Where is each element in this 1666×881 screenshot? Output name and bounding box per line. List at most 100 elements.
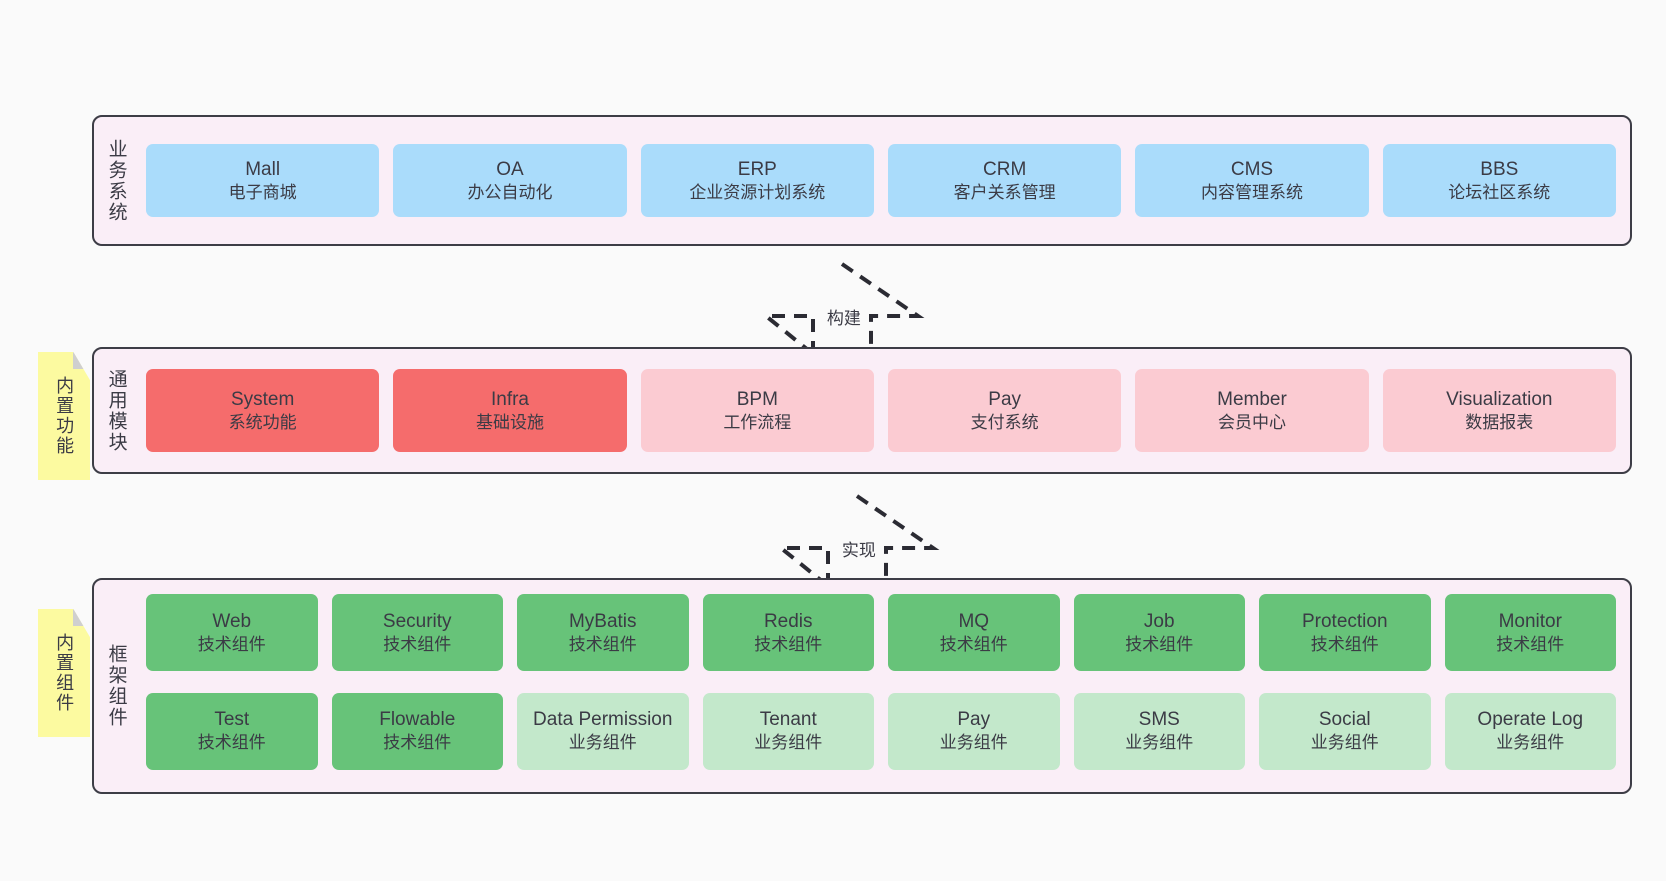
module-card-list: System 系统功能 Infra 基础设施 BPM 工作流程 Pay 支付系统… bbox=[138, 349, 1630, 472]
card-title: Security bbox=[382, 610, 452, 632]
card-crm[interactable]: CRM 客户关系管理 bbox=[887, 144, 1122, 217]
card-subtitle: 电子商城 bbox=[228, 182, 297, 202]
card-title: Flowable bbox=[379, 709, 456, 731]
card-title: CMS bbox=[1230, 158, 1274, 180]
layer-title-framework-components: 框架组件 bbox=[105, 644, 127, 728]
layer-business-system: 业务系统 Mall 电子商城 OA 办公自动化 ERP 企业资源计划系统 CRM… bbox=[92, 115, 1632, 246]
card-title: Data Permission bbox=[533, 709, 673, 731]
card-title: System bbox=[230, 388, 295, 410]
card-system[interactable]: System 系统功能 bbox=[146, 369, 380, 452]
card-bbs[interactable]: BBS 论坛社区系统 bbox=[1382, 144, 1616, 217]
card-subtitle: 系统功能 bbox=[228, 412, 297, 432]
card-title: Mall bbox=[245, 158, 281, 180]
note-builtin-components: 内置组件 bbox=[38, 609, 90, 737]
connector-implement-label: 实现 bbox=[841, 541, 876, 560]
card-tenant[interactable]: Tenant 业务组件 bbox=[702, 692, 874, 770]
card-subtitle: 技术组件 bbox=[383, 733, 452, 753]
card-subtitle: 业务组件 bbox=[754, 733, 823, 753]
card-title: Pay bbox=[957, 709, 991, 731]
card-redis[interactable]: Redis 技术组件 bbox=[702, 594, 874, 671]
card-subtitle: 技术组件 bbox=[197, 634, 266, 654]
business-card-list: Mall 电子商城 OA 办公自动化 ERP 企业资源计划系统 CRM 客户关系… bbox=[138, 117, 1630, 244]
card-title: SMS bbox=[1138, 709, 1180, 731]
card-cms[interactable]: CMS 内容管理系统 bbox=[1135, 144, 1369, 217]
card-visualization[interactable]: Visualization 数据报表 bbox=[1382, 369, 1616, 452]
card-job[interactable]: Job 技术组件 bbox=[1073, 594, 1245, 671]
card-title: BBS bbox=[1480, 158, 1519, 180]
layer-common-modules: 通用模块 System 系统功能 Infra 基础设施 BPM 工作流程 Pay… bbox=[92, 347, 1632, 474]
framework-card-grid: Web 技术组件 Security 技术组件 MyBatis 技术组件 Redi… bbox=[138, 580, 1630, 792]
card-security[interactable]: Security 技术组件 bbox=[331, 594, 503, 671]
card-subtitle: 业务组件 bbox=[568, 733, 637, 753]
card-mall[interactable]: Mall 电子商城 bbox=[146, 144, 380, 217]
card-title: Job bbox=[1143, 610, 1175, 632]
card-title: Test bbox=[214, 709, 250, 731]
card-sms[interactable]: SMS 业务组件 bbox=[1073, 692, 1245, 770]
layer-title-common-modules: 通用模块 bbox=[105, 368, 127, 453]
card-subtitle: 数据报表 bbox=[1465, 412, 1534, 432]
card-title: MyBatis bbox=[568, 610, 637, 632]
card-pay-module[interactable]: Pay 支付系统 bbox=[887, 369, 1122, 452]
card-title: Protection bbox=[1301, 610, 1388, 632]
card-title: MQ bbox=[958, 610, 990, 632]
card-title: Social bbox=[1318, 709, 1371, 731]
card-title: ERP bbox=[737, 158, 777, 180]
card-title: Redis bbox=[763, 610, 813, 632]
card-subtitle: 业务组件 bbox=[1310, 733, 1379, 753]
card-monitor[interactable]: Monitor 技术组件 bbox=[1444, 594, 1616, 671]
card-subtitle: 技术组件 bbox=[1496, 634, 1565, 654]
card-infra[interactable]: Infra 基础设施 bbox=[393, 369, 627, 452]
card-flowable[interactable]: Flowable 技术组件 bbox=[331, 692, 503, 770]
card-subtitle: 技术组件 bbox=[939, 634, 1008, 654]
card-subtitle: 工作流程 bbox=[723, 412, 792, 432]
note-fold-corner bbox=[73, 352, 90, 369]
card-title: Monitor bbox=[1498, 610, 1562, 632]
card-member[interactable]: Member 会员中心 bbox=[1135, 369, 1369, 452]
card-subtitle: 客户关系管理 bbox=[953, 182, 1056, 202]
card-subtitle: 基础设施 bbox=[475, 412, 544, 432]
card-oa[interactable]: OA 办公自动化 bbox=[393, 144, 627, 217]
card-mq[interactable]: MQ 技术组件 bbox=[888, 594, 1060, 671]
card-erp[interactable]: ERP 企业资源计划系统 bbox=[640, 144, 874, 217]
card-subtitle: 技术组件 bbox=[1125, 634, 1194, 654]
card-subtitle: 办公自动化 bbox=[467, 182, 553, 202]
card-title: BPM bbox=[736, 388, 778, 410]
card-subtitle: 技术组件 bbox=[754, 634, 823, 654]
card-subtitle: 内容管理系统 bbox=[1200, 182, 1303, 202]
card-subtitle: 业务组件 bbox=[1496, 733, 1565, 753]
card-title: Tenant bbox=[759, 709, 817, 731]
card-subtitle: 技术组件 bbox=[1310, 634, 1379, 654]
card-subtitle: 支付系统 bbox=[970, 412, 1039, 432]
card-title: Web bbox=[212, 610, 252, 632]
card-mybatis[interactable]: MyBatis 技术组件 bbox=[517, 594, 689, 671]
framework-row-business: Test 技术组件 Flowable 技术组件 Data Permission … bbox=[146, 692, 1616, 779]
card-subtitle: 会员中心 bbox=[1217, 412, 1286, 432]
note-label: 内置功能 bbox=[54, 376, 75, 456]
card-subtitle: 业务组件 bbox=[939, 733, 1008, 753]
card-title: Infra bbox=[490, 388, 529, 410]
note-fold-corner bbox=[73, 609, 90, 626]
card-web[interactable]: Web 技术组件 bbox=[146, 594, 318, 671]
card-test[interactable]: Test 技术组件 bbox=[146, 692, 318, 770]
note-label: 内置组件 bbox=[54, 633, 75, 713]
card-title: CRM bbox=[983, 158, 1027, 180]
card-bpm[interactable]: BPM 工作流程 bbox=[640, 369, 874, 452]
card-title: Pay bbox=[988, 388, 1022, 410]
card-title: Visualization bbox=[1446, 388, 1553, 410]
card-title: OA bbox=[496, 158, 524, 180]
layer-title-business-system: 业务系统 bbox=[105, 138, 127, 223]
framework-row-technical: Web 技术组件 Security 技术组件 MyBatis 技术组件 Redi… bbox=[146, 594, 1616, 680]
card-subtitle: 技术组件 bbox=[568, 634, 637, 654]
card-protection[interactable]: Protection 技术组件 bbox=[1259, 594, 1431, 671]
card-operate-log[interactable]: Operate Log 业务组件 bbox=[1444, 692, 1616, 770]
card-social[interactable]: Social 业务组件 bbox=[1259, 692, 1431, 770]
card-title: Operate Log bbox=[1477, 709, 1584, 731]
connector-implement: 实现 bbox=[775, 490, 940, 588]
layer-framework-components: 框架组件 Web 技术组件 Security 技术组件 MyBatis 技术组件… bbox=[92, 578, 1632, 794]
card-pay-component[interactable]: Pay 业务组件 bbox=[888, 692, 1060, 770]
card-data-permission[interactable]: Data Permission 业务组件 bbox=[517, 692, 689, 770]
connector-build-label: 构建 bbox=[826, 309, 861, 328]
card-subtitle: 论坛社区系统 bbox=[1448, 182, 1551, 202]
card-title: Member bbox=[1217, 388, 1287, 410]
